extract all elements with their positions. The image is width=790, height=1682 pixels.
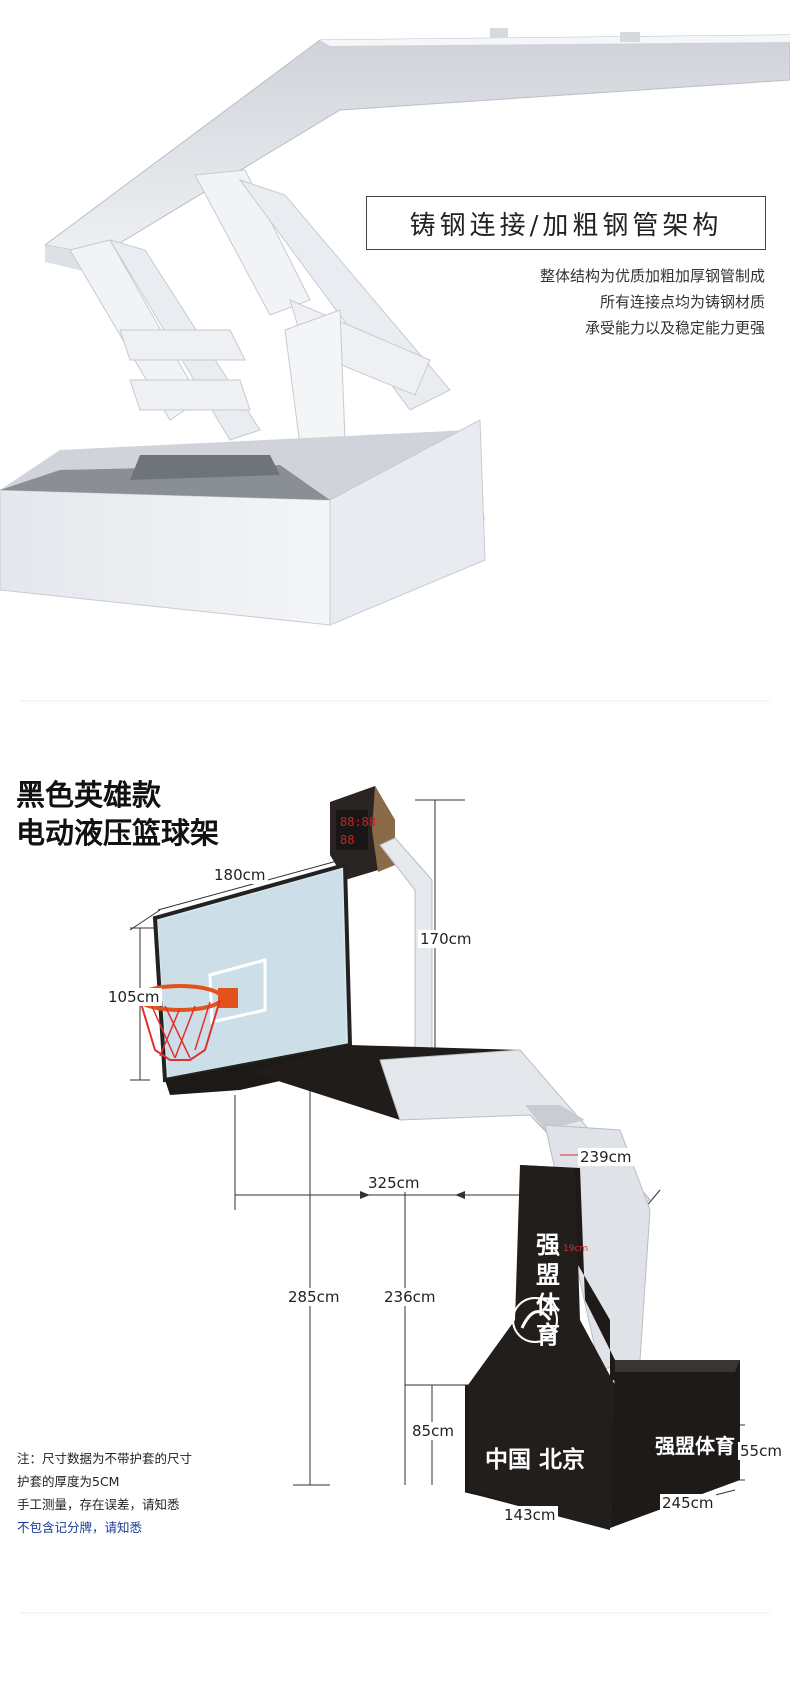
dim-scoreboard-height: 170cm [418,930,474,948]
basketball-stand-diagram: 88:88 88 [129,786,745,1530]
notes-block: 注：尺寸数据为不带护套的尺寸 护套的厚度为5CM 手工测量，存在误差，请知悉 不… [17,1447,192,1539]
dim-base-tail-height: 55cm [738,1442,784,1460]
bottom-divider [20,1612,770,1615]
note-line-2: 护套的厚度为5CM [17,1474,120,1489]
note-line-4: 不包含记分牌，请知悉 [17,1520,143,1535]
dim-extension: 325cm [366,1174,422,1192]
svg-text:88:88: 88:88 [340,815,376,829]
product-title-line-1: 黑色英雄款 [16,778,162,812]
svg-text:88: 88 [340,833,354,847]
dim-gap: 19cm [563,1244,589,1254]
product-title-line-2: 电动液压篮球架 [16,816,220,850]
dim-base-length: 245cm [660,1494,716,1512]
dim-base-depth: 143cm [502,1506,558,1524]
dim-arm-length: 239cm [578,1148,634,1166]
dim-rim-height: 285cm [286,1288,342,1306]
product-title: 黑色英雄款 电动液压篮球架 [16,776,219,852]
feature-heading: 铸钢连接/加粗钢管架构 [409,210,723,241]
base-location-text: 中国 北京 [485,1447,586,1473]
scoreboard: 88:88 88 [330,786,395,880]
note-line-3: 手工测量，存在误差，请知悉 [17,1497,180,1512]
feature-line-3: 承受能力以及稳定能力更强 [584,319,765,337]
dim-board-bottom: 236cm [382,1288,438,1306]
dim-backboard-height: 105cm [106,988,162,1006]
base [465,1124,740,1530]
dim-backboard-width: 180cm [212,866,268,884]
frame-closeup-illustration [0,28,790,626]
dim-base-height: 85cm [410,1422,456,1440]
feature-description: 整体结构为优质加粗加厚钢管制成 所有连接点均为铸钢材质 承受能力以及稳定能力更强 [540,263,765,341]
feature-heading-box: 铸钢连接/加粗钢管架构 [366,196,766,250]
feature-line-1: 整体结构为优质加粗加厚钢管制成 [539,267,765,285]
base-tail-brand: 强盟体育 [655,1434,735,1458]
note-line-1: 注：尺寸数据为不带护套的尺寸 [17,1451,193,1466]
feature-line-2: 所有连接点均为铸钢材质 [599,293,765,311]
section-divider [20,700,770,703]
base-brand-vertical: 强盟体育 [536,1231,560,1349]
